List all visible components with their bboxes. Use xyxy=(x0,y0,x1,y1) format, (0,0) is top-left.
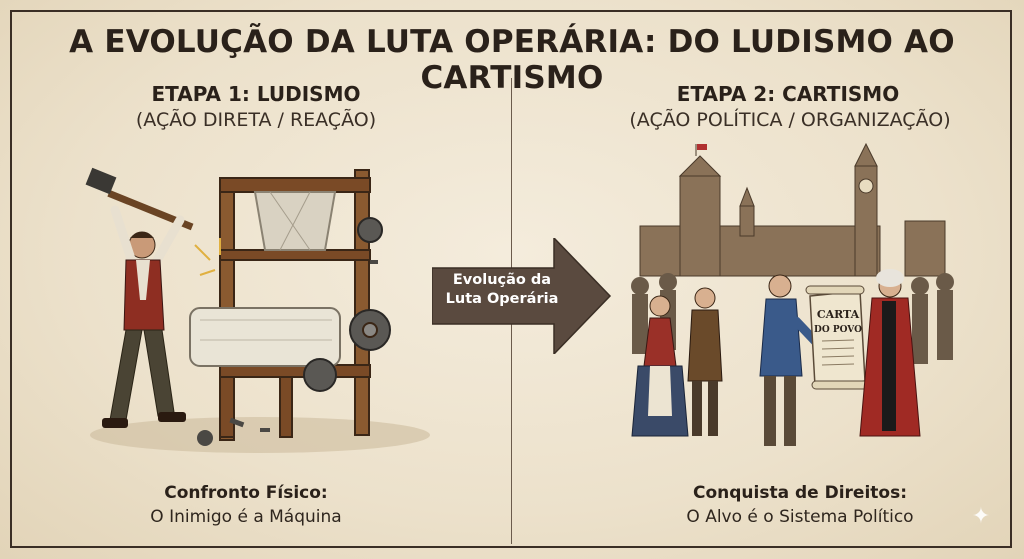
sparkle-icon: ✦ xyxy=(971,504,991,529)
impact-burst xyxy=(194,238,221,276)
scroll-title-line1: CARTA xyxy=(817,308,860,321)
stage1-caption: O Inimigo é a Máquina xyxy=(150,507,342,527)
woman-figure xyxy=(631,295,689,437)
stage1-caption-bold: Confronto Físico: xyxy=(164,483,328,503)
parliament-building xyxy=(639,142,946,277)
stage2-caption-bold: Conquista de Direitos: xyxy=(692,483,907,503)
broken-parts xyxy=(197,260,378,446)
stage2-title: ETAPA 2: CARTISMO xyxy=(676,82,900,106)
worker-figure xyxy=(85,167,194,428)
loom-machine xyxy=(189,169,391,441)
stage2-subtitle: (AÇÃO POLÍTICA / ORGANIZAÇÃO) xyxy=(629,109,951,131)
leader-figure xyxy=(759,274,820,446)
arrow-label-line1: Evolução da xyxy=(452,272,552,288)
stage1-title: ETAPA 1: LUDISMO xyxy=(151,82,361,106)
stage1-subtitle: (AÇÃO DIRETA / REAÇÃO) xyxy=(135,109,377,131)
luddite-illustration xyxy=(85,167,430,453)
page-title: A EVOLUÇÃO DA LUTA OPERÁRIA: DO LUDISMO … xyxy=(69,24,955,96)
crowd xyxy=(631,273,954,364)
charter-scroll: CARTA DO POVO xyxy=(805,285,871,390)
arrow-label: Evolução da Luta Operária xyxy=(436,271,568,309)
stage2-caption: O Alvo é o Sistema Político xyxy=(686,507,914,527)
page-border xyxy=(10,10,1012,548)
evolution-arrow xyxy=(432,238,612,354)
chartist-illustration: CARTA DO POVO xyxy=(631,142,954,446)
arrow-label-line2: Luta Operária xyxy=(445,291,559,307)
scroll-title-line2: DO POVO xyxy=(814,325,862,335)
worker-figure-right xyxy=(687,287,723,436)
judge-figure xyxy=(859,269,921,437)
